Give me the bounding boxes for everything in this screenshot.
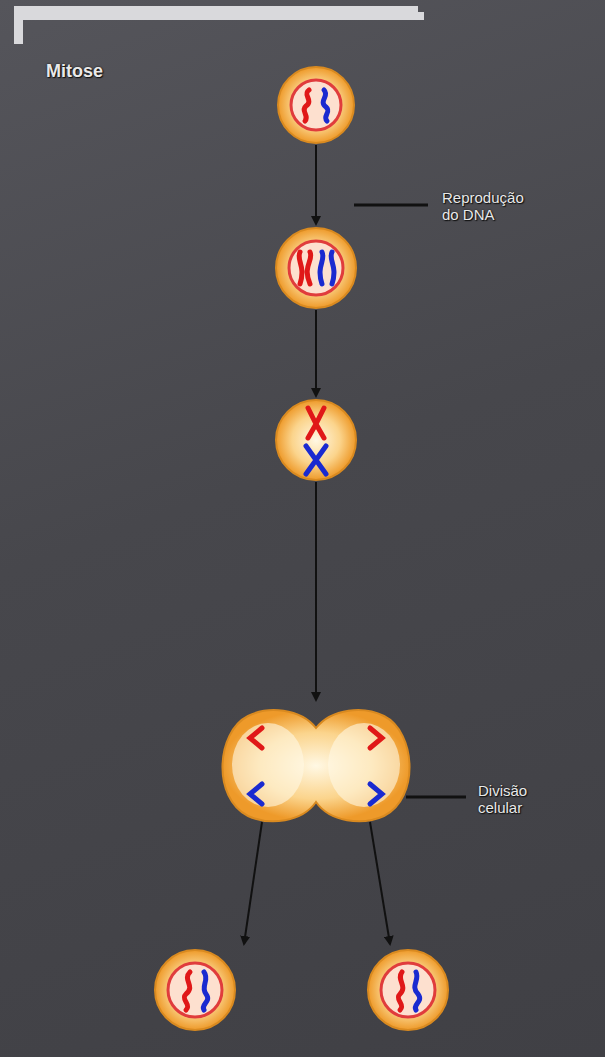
leader-lines [354,205,466,797]
daughter-cell [155,950,235,1030]
step-label: Reprodução do DNA [442,190,538,223]
stage-arrows [244,145,390,944]
diagram-title: Mitose [46,62,103,82]
cell-duplicated [276,228,356,308]
daughter-cell [368,950,448,1030]
cell-metaphase [276,400,356,480]
frame-bar [14,6,424,44]
cell-interphase [278,67,354,143]
cell-dividing [222,710,409,821]
step-label: Divisão celular [478,783,550,816]
